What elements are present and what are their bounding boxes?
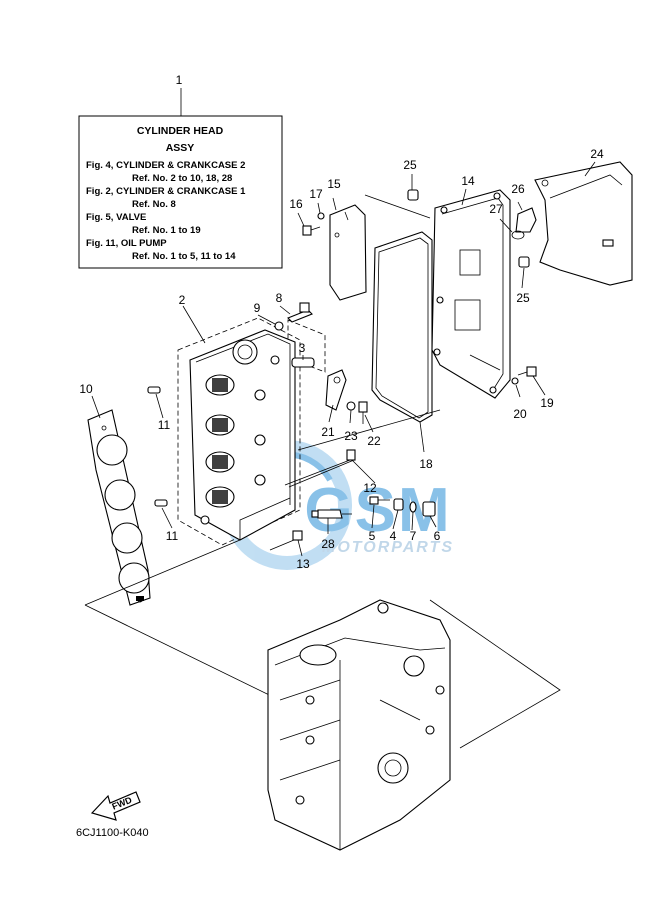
watermark-sub: MOTORPARTS bbox=[322, 539, 454, 556]
callout-19: 19 bbox=[540, 396, 554, 410]
assembly-dashed-plane bbox=[84, 194, 561, 749]
callout-7: 7 bbox=[410, 529, 417, 543]
dowel-pins bbox=[147, 386, 168, 507]
assy-title-2: ASSY bbox=[166, 142, 195, 154]
leader-lines bbox=[91, 161, 596, 557]
assy-line-8: Ref. No. 1 to 5, 11 to 14 bbox=[132, 251, 236, 262]
callout-28: 28 bbox=[321, 537, 335, 551]
bolt-washer-sleeve bbox=[274, 302, 315, 368]
callout-10: 10 bbox=[79, 382, 93, 396]
cover-plate bbox=[329, 204, 367, 301]
callout-numbers: 2 3 4 5 6 7 8 9 10 11 11 12 13 14 15 16 … bbox=[79, 147, 604, 571]
cover-fasteners bbox=[407, 189, 537, 385]
callout-25-upper: 25 bbox=[403, 158, 417, 172]
assy-title-1: CYLINDER HEAD bbox=[137, 125, 224, 137]
cylinder-head bbox=[189, 329, 296, 541]
callout-20: 20 bbox=[513, 407, 527, 421]
exhaust-cover bbox=[431, 189, 511, 399]
callout-16: 16 bbox=[289, 197, 303, 211]
callout-5: 5 bbox=[369, 529, 376, 543]
assy-line-1: Fig. 4, CYLINDER & CRANKCASE 2 bbox=[86, 160, 245, 171]
long-bolts bbox=[269, 449, 356, 551]
callout-26: 26 bbox=[511, 182, 525, 196]
bracket bbox=[534, 161, 633, 286]
callout-14: 14 bbox=[461, 174, 475, 188]
cover-gasket bbox=[371, 231, 433, 423]
assy-reference-box: 1 CYLINDER HEAD ASSY Fig. 4, CYLINDER & … bbox=[78, 73, 283, 269]
callout-23: 23 bbox=[344, 429, 358, 443]
callout-11-upper: 11 bbox=[158, 418, 171, 432]
callout-12: 12 bbox=[363, 481, 377, 495]
assy-line-5: Fig. 5, VALVE bbox=[86, 212, 146, 223]
callout-6: 6 bbox=[434, 529, 441, 543]
callout-9: 9 bbox=[254, 301, 261, 315]
callout-21: 21 bbox=[321, 425, 335, 439]
small-cover-parts bbox=[325, 369, 368, 424]
assy-line-6: Ref. No. 1 to 19 bbox=[132, 225, 201, 236]
callout-3: 3 bbox=[299, 341, 306, 355]
assy-line-3: Fig. 2, CYLINDER & CRANKCASE 1 bbox=[86, 186, 246, 197]
bolt-16-washer-17 bbox=[302, 212, 325, 236]
callout-25-lower: 25 bbox=[516, 291, 530, 305]
assy-box-frame bbox=[78, 115, 283, 269]
callout-2: 2 bbox=[179, 293, 186, 307]
callout-17: 17 bbox=[309, 187, 323, 201]
diagram-code: 6CJ1100-K040 bbox=[76, 827, 149, 839]
callout-13: 13 bbox=[296, 557, 310, 571]
callout-24: 24 bbox=[590, 147, 604, 161]
callout-8: 8 bbox=[276, 291, 283, 305]
thermostat-cover bbox=[511, 207, 537, 240]
callout-27: 27 bbox=[489, 202, 503, 216]
callout-1: 1 bbox=[176, 73, 183, 87]
cylinder-block bbox=[267, 599, 451, 851]
fwd-arrow: FWD bbox=[90, 791, 141, 821]
callout-18: 18 bbox=[419, 457, 433, 471]
head-gasket bbox=[87, 409, 151, 606]
callout-15: 15 bbox=[327, 177, 341, 191]
assy-line-2: Ref. No. 2 to 10, 18, 28 bbox=[132, 173, 232, 184]
assy-line-4: Ref. No. 8 bbox=[132, 199, 176, 210]
callout-22: 22 bbox=[367, 434, 381, 448]
callout-11-lower: 11 bbox=[166, 529, 179, 543]
callout-4: 4 bbox=[390, 529, 397, 543]
assy-line-7: Fig. 11, OIL PUMP bbox=[86, 238, 167, 249]
plug-and-fittings bbox=[311, 496, 436, 519]
